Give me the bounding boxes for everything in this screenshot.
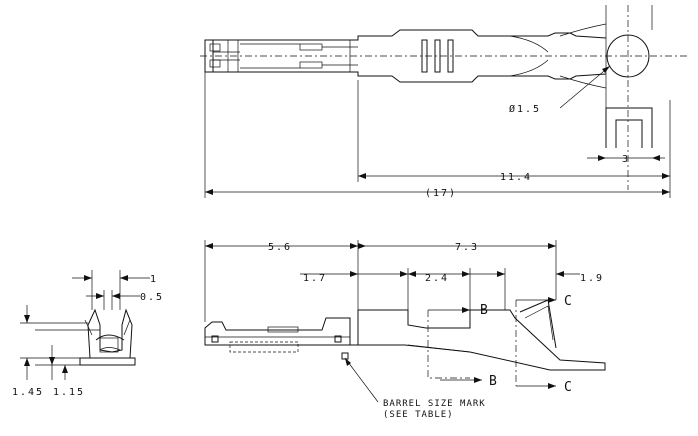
dim-2-4: 2.4	[425, 273, 449, 284]
dim-1: 1	[150, 274, 158, 285]
dim-diameter: Ø1.5	[509, 103, 541, 115]
side-view	[204, 299, 606, 371]
section-c-top: C	[564, 294, 572, 309]
top-dimensions: Ø1.5 3 11.4 (17)	[204, 65, 671, 199]
dim-1-9: 1.9	[580, 273, 604, 284]
dim-17: (17)	[425, 188, 457, 199]
dim-3: 3	[622, 154, 630, 165]
dim-11-4: 11.4	[500, 172, 532, 183]
dim-1-15: 1.15	[53, 387, 85, 398]
dim-1-7: 1.7	[303, 273, 327, 284]
barrel-size-mark-label: BARREL SIZE MARK	[383, 399, 486, 409]
dim-5-6: 5.6	[268, 242, 292, 253]
end-view: 1 0.5 1.45 1.15	[12, 270, 164, 398]
dim-0-5: 0.5	[140, 292, 164, 303]
dim-1-45: 1.45	[12, 387, 44, 398]
section-b-bottom: B	[489, 374, 497, 389]
top-view	[200, 5, 690, 190]
section-b-top: B	[480, 303, 488, 318]
dim-7-3: 7.3	[455, 242, 479, 253]
side-dimensions: 5.6 7.3 1.7 2.4 1.9 B B	[204, 240, 604, 420]
section-c-bottom: C	[564, 380, 572, 395]
barrel-size-mark-note: (SEE TABLE)	[383, 410, 454, 420]
